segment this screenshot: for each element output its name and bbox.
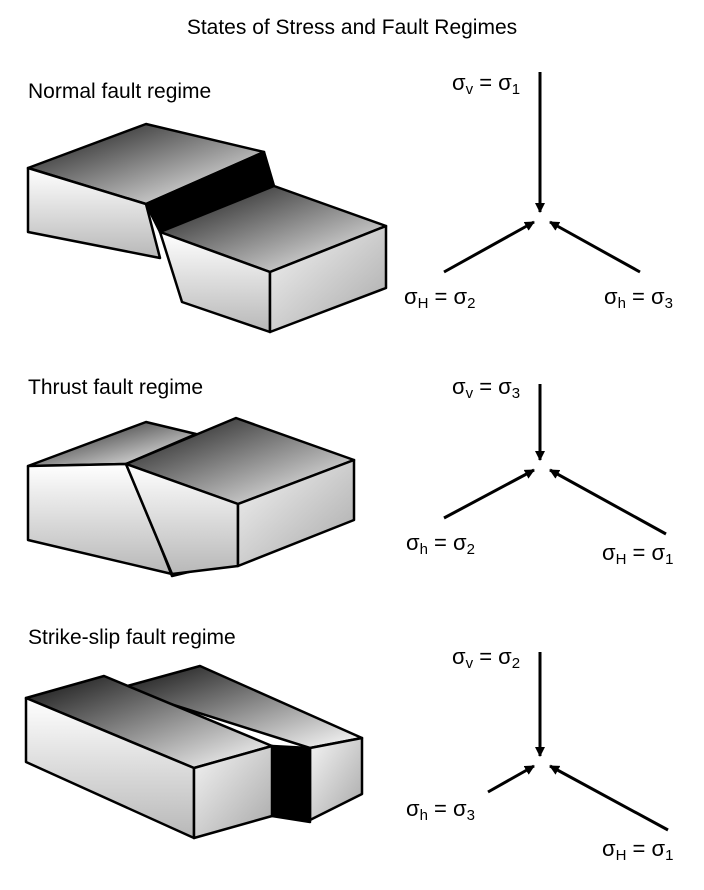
thrust-fault-title: Thrust fault regime: [28, 376, 204, 399]
normal-hangingwall-side: [268, 224, 388, 334]
normal-left-stress-label: σH = σ2: [404, 284, 476, 312]
strikeslip-front-side: [192, 744, 274, 840]
thrust-left-stress-label: σh = σ2: [406, 530, 475, 558]
normal-left-arrow: [443, 220, 535, 274]
thrust-vertical-stress-label: σv = σ3: [452, 374, 521, 402]
strikeslip-left-stress-label: σh = σ3: [406, 796, 475, 824]
normal-vertical-stress-label: σv = σ1: [452, 70, 521, 98]
normal-fault-title: Normal fault regime: [28, 80, 212, 103]
thrust-left-arrow: [443, 468, 535, 520]
strike-slip-blocks: [24, 664, 364, 840]
strikeslip-vertical-stress-label: σv = σ2: [452, 644, 521, 672]
thrust-hangingwall-side: [236, 458, 356, 568]
normal-fault-blocks: [26, 122, 388, 334]
normal-right-arrow: [549, 220, 641, 274]
strikeslip-fault-plane: [270, 744, 312, 824]
thrust-stress-arrows: [443, 384, 667, 536]
strikeslip-right-stress-label: σH = σ1: [602, 836, 674, 864]
normal-footwall-front: [26, 166, 162, 260]
strikeslip-back-side: [308, 736, 364, 822]
page-title: States of Stress and Fault Regimes: [186, 16, 518, 39]
strikeslip-stress-arrows: [487, 652, 669, 832]
thrust-right-stress-label: σH = σ1: [602, 540, 674, 568]
strikeslip-fault-title: Strike-slip fault regime: [28, 626, 236, 649]
normal-right-stress-label: σh = σ3: [604, 284, 673, 312]
thrust-fault-blocks: [26, 416, 356, 578]
strikeslip-left-arrow: [487, 764, 535, 794]
normal-stress-arrows: [443, 72, 641, 274]
thrust-right-arrow: [549, 468, 667, 536]
strikeslip-right-arrow: [549, 764, 669, 832]
